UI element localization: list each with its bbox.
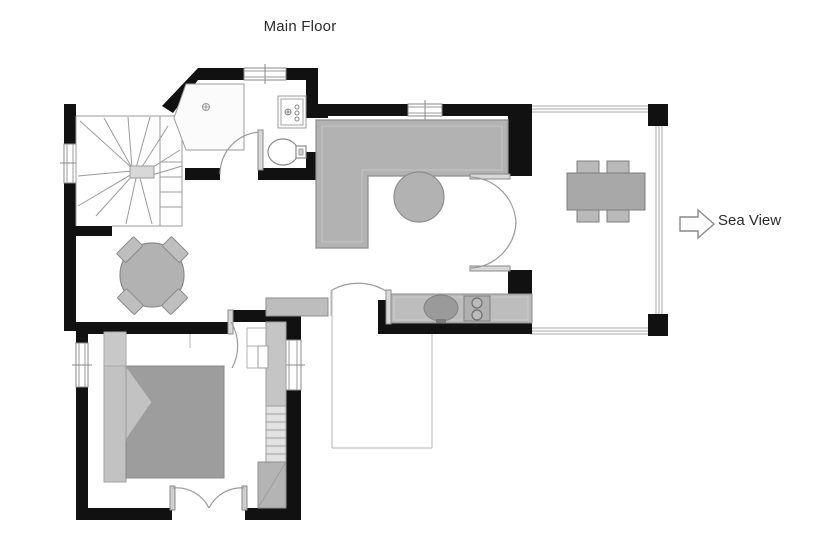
toilet [267, 138, 307, 166]
l-shaped-sofa [315, 119, 509, 249]
glazed-curtain-wall-north [530, 105, 662, 113]
shower-tray [173, 83, 245, 151]
bathroom [173, 83, 307, 175]
wash-basin [277, 95, 307, 129]
round-table-chair [116, 236, 143, 263]
glazed-curtain-wall-south [530, 327, 662, 335]
round-table-chair [161, 288, 188, 315]
dining-chair [606, 209, 630, 223]
door-bedroom[interactable] [188, 309, 239, 369]
kitchen [189, 282, 533, 449]
door-bathroom[interactable] [219, 129, 264, 175]
dining-conservatory [530, 104, 668, 336]
dining-chair [606, 160, 630, 174]
window-utility-east[interactable] [281, 339, 305, 391]
door-bedroom-french[interactable] [169, 485, 248, 511]
kitchen-counter [389, 293, 533, 324]
page-title: Main Floor [263, 18, 337, 35]
round-dining-table [116, 236, 189, 315]
arrow-right-outline-icon [679, 208, 716, 240]
window-stair-west[interactable] [60, 143, 80, 184]
sideboard-cabinet [265, 297, 329, 317]
round-table-chair [117, 288, 144, 315]
sea-view-label: Sea View [718, 212, 782, 229]
kitchen-sink [423, 294, 459, 323]
window-living-north[interactable] [407, 100, 443, 120]
glazed-curtain-wall-east [655, 112, 663, 328]
utility-closet [246, 290, 332, 509]
living-room [315, 119, 517, 272]
wardrobe-closet [257, 461, 287, 509]
round-table-chair [162, 236, 189, 263]
rectangular-dining-table [566, 172, 646, 211]
corner-post-ne [648, 104, 668, 126]
window-bathroom-north[interactable] [243, 64, 287, 84]
double-bed [125, 364, 225, 479]
cooktop [463, 295, 491, 322]
window-bedroom-west[interactable] [72, 342, 92, 388]
corner-post-se [648, 314, 668, 336]
dining-chair [576, 160, 600, 174]
bedroom [103, 309, 248, 511]
round-coffee-table [393, 171, 445, 223]
door-living-double[interactable] [469, 173, 517, 272]
dining-chair [576, 209, 600, 223]
shelving-unit [265, 405, 287, 463]
door-hall-to-kitchen[interactable] [331, 282, 392, 325]
winder-staircase [75, 115, 183, 227]
